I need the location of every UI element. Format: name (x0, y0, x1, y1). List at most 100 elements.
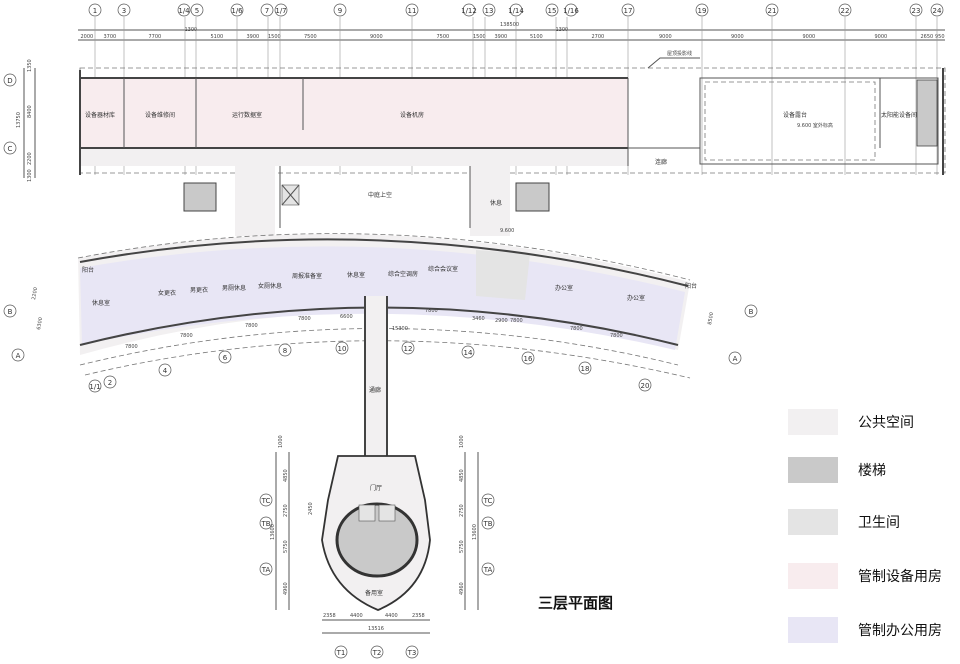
legend-label: 管制设备用房 (858, 568, 942, 585)
axis-label: B (8, 308, 13, 316)
atrium-area: 中庭上空 休息 9.600 (183, 166, 550, 236)
legend-swatch (788, 509, 838, 535)
dimension-label: 7800 (425, 308, 438, 314)
dimension-label: 3700 (104, 34, 117, 40)
axis-label: 2 (108, 379, 112, 387)
dimension-label: 1300 (27, 169, 33, 182)
wing-side-axes: B A B A 2200 6300 8500 (3, 287, 758, 365)
roof-projection-label: 屋顶投影线 (667, 50, 692, 57)
axis-label: 23 (912, 7, 921, 15)
dimension-label: 13600 (270, 524, 276, 540)
dimension-label: 9000 (370, 34, 383, 40)
axis-label: 6 (223, 354, 228, 362)
legend-swatch (788, 457, 838, 483)
axis-label: T3 (407, 649, 417, 657)
axis-label: 1/14 (508, 7, 524, 15)
axis-label: TB (260, 520, 270, 528)
stair-west (183, 182, 217, 212)
room-label: 休息室 (92, 299, 110, 307)
axis-marker (564, 3, 578, 17)
axis-marker (333, 3, 347, 17)
dimension-label: 6600 (340, 314, 353, 320)
axis-label: 7 (265, 7, 269, 15)
axis-label: 1/16 (563, 7, 579, 15)
axis-marker (578, 361, 592, 375)
dimension-label: 950 (935, 34, 945, 40)
axis-marker (482, 3, 496, 17)
axis-label: T2 (372, 649, 382, 657)
axis-label: 1/7 (275, 7, 286, 15)
axis-label: 16 (524, 355, 533, 363)
dimension-label: 2000 (81, 34, 94, 40)
dimension-label: 7800 (570, 326, 583, 332)
room-label: 设备器材库 (85, 111, 115, 119)
room-label: 周报准备室 (292, 272, 322, 280)
axis-label: 18 (581, 365, 590, 373)
room-label: 设备露台 (783, 111, 807, 119)
elevator-icon (358, 504, 376, 522)
axis-label: 19 (698, 7, 707, 15)
axis-marker (765, 3, 779, 17)
legend-label: 管制办公用房 (858, 623, 942, 639)
dimension-label: 2200 (31, 287, 39, 301)
dimension-label: 4960 (459, 582, 465, 595)
room-label: 办公室 (555, 284, 573, 292)
axis-marker (117, 3, 131, 17)
legend-label: 卫生间 (858, 515, 900, 531)
axis-label: 1 (93, 7, 97, 15)
dimension-label: 9000 (731, 34, 744, 40)
room-label: 办公室 (627, 294, 645, 302)
room-label: 连廊 (655, 158, 667, 166)
dimension-label: 1000 (459, 435, 465, 448)
atrium-label: 中庭上空 (368, 191, 392, 199)
dimension-label: 4400 (350, 613, 363, 619)
axis-marker (462, 3, 476, 17)
room-label: 运行数据室 (232, 111, 262, 119)
room-label: 综合空调房 (388, 270, 418, 278)
legend: 公共空间 楼梯 卫生间 管制设备用房 管制办公用房 (788, 409, 942, 643)
room-label: 设备维修间 (145, 111, 175, 119)
axis-marker (521, 351, 535, 365)
axis-marker (461, 345, 475, 359)
axis-label: 12 (404, 345, 413, 353)
dimension-label: 1300 (556, 27, 569, 33)
dimension-label: 7500 (437, 34, 450, 40)
south-pod: 门厅 备用室 2358 4400 4400 2358 13516 T1 T2 T… (259, 435, 495, 659)
axis-marker (545, 3, 559, 17)
axis-label: TB (482, 520, 492, 528)
dimension-label: 5100 (530, 34, 543, 40)
axis-label: 5 (195, 7, 199, 15)
axis-marker (909, 3, 923, 17)
dimension-label: 15300 (392, 326, 408, 332)
walkway: 通廊 (364, 296, 388, 456)
axis-label: T1 (336, 649, 346, 657)
dimension-label: 1500 (473, 34, 486, 40)
dimension-label: 2450 (308, 502, 314, 515)
elevation-label: 9.600 室外标高 (797, 122, 833, 129)
legend-label: 楼梯 (858, 463, 886, 479)
axis-label: 8 (283, 347, 287, 355)
dimension-label: 9000 (875, 34, 888, 40)
axis-marker (401, 341, 415, 355)
axis-marker (405, 3, 419, 17)
axis-marker (621, 3, 635, 17)
axis-label: 15 (548, 7, 557, 15)
dimension-label: 2358 (412, 613, 425, 619)
room-label: 阳台 (685, 282, 697, 290)
north-building: 设备器材库 设备维修间 运行数据室 设备机房 设备露台 太阳能设备间 连廊 9.… (79, 50, 946, 175)
dimension-label: 7700 (149, 34, 162, 40)
walkway-label: 通廊 (369, 386, 381, 394)
dimension-label: 2200 (27, 152, 33, 165)
axis-label: A (733, 355, 738, 363)
axis-label: C (8, 145, 13, 153)
axis-marker (838, 3, 852, 17)
axis-label: D (7, 77, 12, 85)
room-label: 女厕休息 (258, 282, 282, 290)
dimension-label: 2750 (459, 504, 465, 517)
dimension-label: 7800 (125, 344, 138, 350)
dimension-label: 7500 (304, 34, 317, 40)
axis-marker (230, 3, 244, 17)
